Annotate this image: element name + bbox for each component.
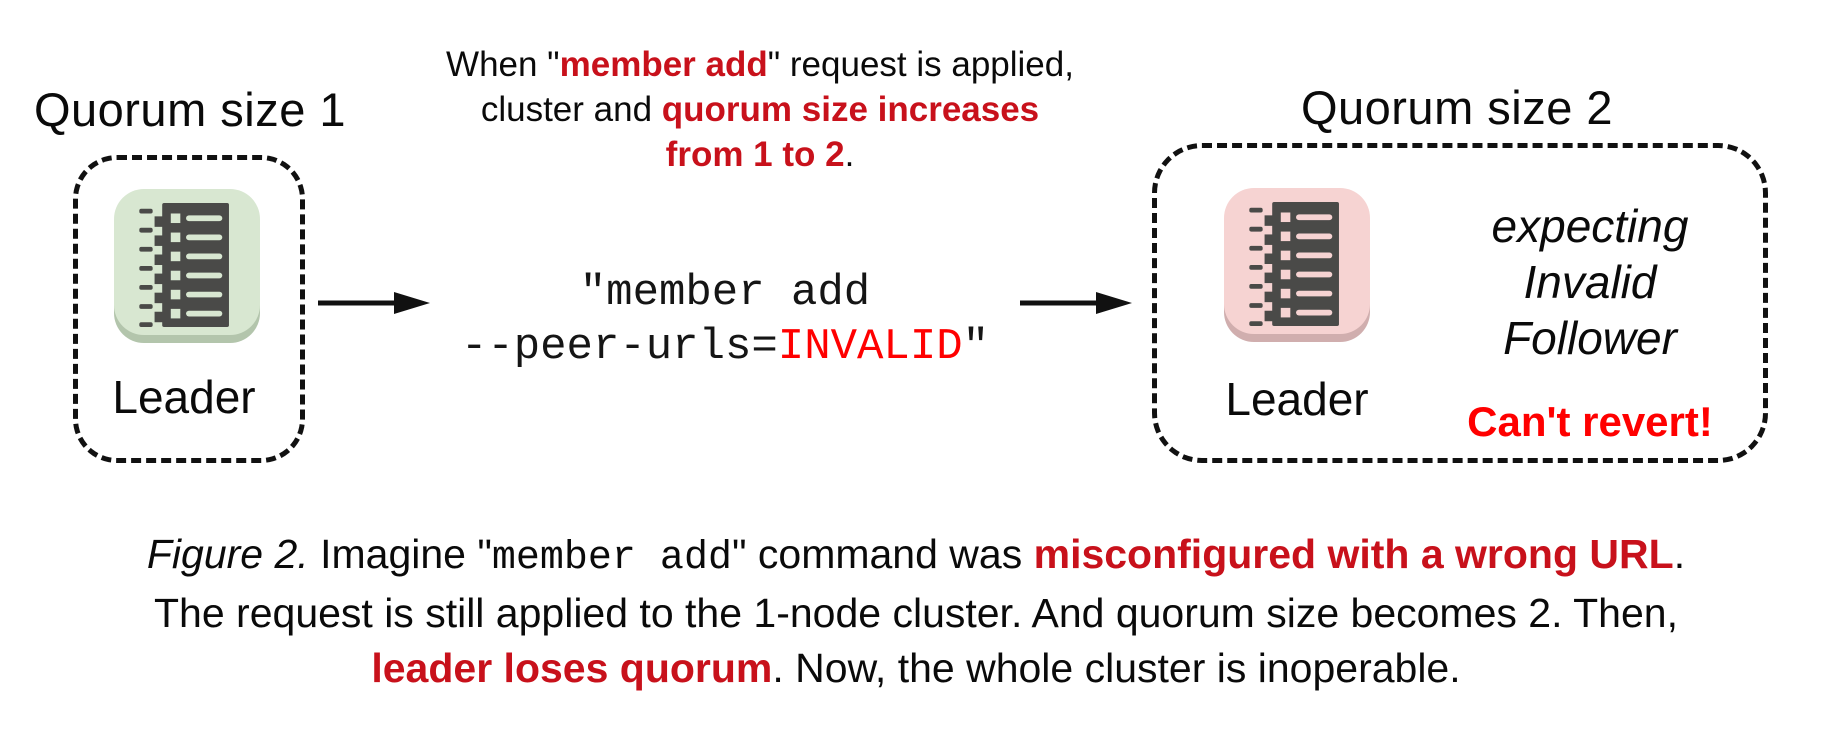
annotation-text: cluster and — [480, 90, 662, 129]
command-text: " — [962, 322, 990, 372]
caption-text: . — [1673, 531, 1686, 577]
command-invalid-text: INVALID — [777, 322, 963, 372]
quorum1-cluster-box — [73, 155, 305, 463]
leader-label-left: Leader — [112, 371, 256, 423]
command-line-1: "member add — [579, 268, 871, 318]
cant-revert-warning: Can't revert! — [1467, 398, 1713, 445]
etcd-member-icon — [1249, 202, 1339, 326]
caption-line-3: leader loses quorum. Now, the whole clus… — [0, 641, 1832, 696]
member-add-annotation: When "member add" request is applied, cl… — [350, 42, 1170, 177]
annotation-red-text: quorum size increases — [661, 90, 1040, 129]
expecting-invalid-follower-note: expecting Invalid Follower — [1400, 198, 1780, 366]
leader-label-right: Leader — [1225, 373, 1369, 425]
caption-red-text: leader loses quorum — [371, 645, 773, 691]
quorum2-heading: Quorum size 2 — [1300, 81, 1614, 134]
command-line-2: --peer-urls=INVALID" — [400, 320, 1050, 374]
etcd-member-icon — [139, 203, 229, 327]
caption-text: Imagine " — [308, 531, 492, 577]
annotation-line-2: cluster and quorum size increases — [350, 87, 1170, 132]
leader-node-tile-pink — [1224, 188, 1370, 334]
annotation-text: " request is applied, — [767, 45, 1074, 84]
leader-node-tile-green — [114, 189, 260, 335]
caption-line-1: Figure 2. Imagine "member add" command w… — [0, 527, 1832, 586]
annotation-red-text: from 1 to 2 — [665, 135, 845, 174]
expecting-line-1: expecting — [1491, 200, 1689, 252]
command-text: --peer-urls= — [460, 322, 778, 372]
expecting-line-2: Invalid — [1523, 256, 1657, 308]
annotation-text: When " — [446, 45, 560, 84]
annotation-line-3: from 1 to 2. — [350, 132, 1170, 177]
caption-red-text: misconfigured with a wrong URL — [1033, 531, 1674, 577]
figure-caption: Figure 2. Imagine "member add" command w… — [0, 527, 1832, 696]
caption-text: " command was — [731, 531, 1034, 577]
caption-text: . Now, the whole cluster is inoperable. — [772, 645, 1461, 691]
quorum1-heading: Quorum size 1 — [33, 83, 347, 136]
arrow-right-icon — [1020, 292, 1132, 314]
expecting-line-3: Follower — [1503, 312, 1677, 364]
figure-number-label: Figure 2. — [146, 531, 309, 577]
annotation-line-1: When "member add" request is applied, — [350, 42, 1170, 87]
annotation-text: . — [844, 135, 855, 174]
caption-line-2: The request is still applied to the 1-no… — [154, 590, 1678, 636]
caption-code-text: member add — [491, 536, 732, 581]
annotation-red-text: member add — [559, 45, 768, 84]
member-add-command: "member add --peer-urls=INVALID" — [400, 266, 1050, 374]
quorum2-cluster-box — [1152, 143, 1768, 463]
arrow-right-icon — [318, 292, 430, 314]
